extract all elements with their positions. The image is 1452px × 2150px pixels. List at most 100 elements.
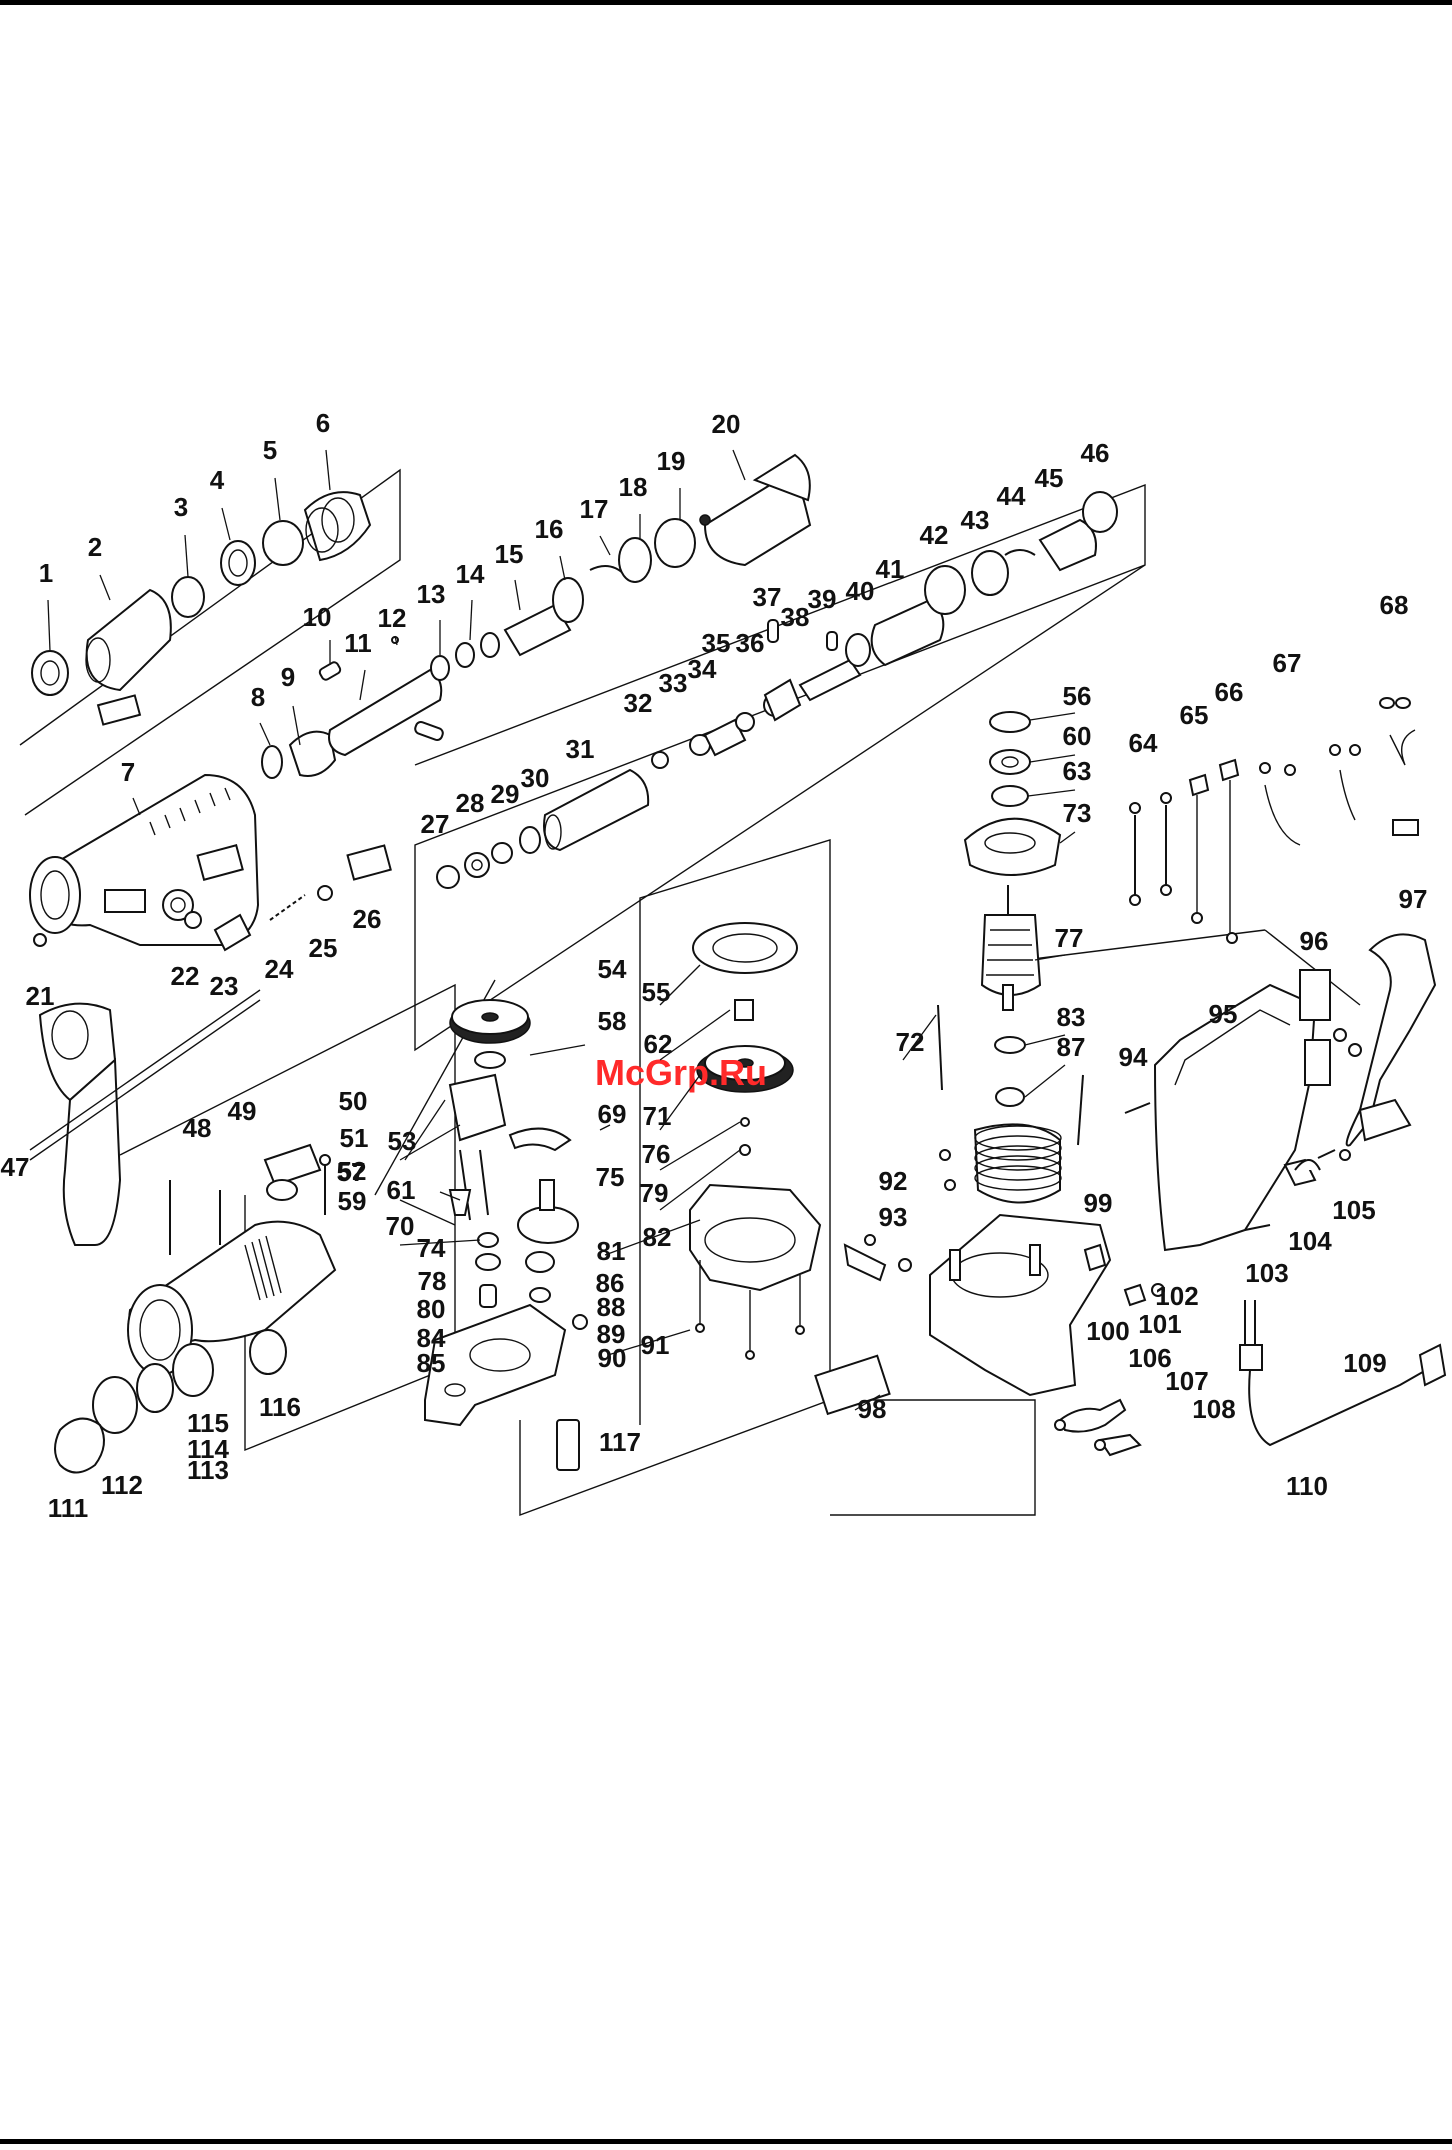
- part-label-29: 29: [491, 779, 520, 809]
- part-label-77: 77: [1055, 923, 1084, 953]
- part-label-8: 8: [251, 682, 265, 712]
- leader-line: [1027, 789, 1076, 797]
- part-label-71: 71: [643, 1101, 672, 1131]
- leader-line: [599, 1124, 611, 1131]
- part-label-82: 82: [643, 1222, 672, 1252]
- part-label-45: 45: [1035, 463, 1064, 493]
- part-label-115: 115: [187, 1408, 229, 1438]
- part-label-38: 38: [781, 602, 810, 632]
- leader-line: [184, 534, 189, 578]
- part-label-72: 72: [896, 1027, 925, 1057]
- part-label-102: 102: [1155, 1281, 1198, 1311]
- leader-line: [1024, 1064, 1066, 1098]
- part-label-40: 40: [846, 576, 875, 606]
- part-label-15: 15: [495, 539, 524, 569]
- part-label-54: 54: [598, 954, 627, 984]
- part-label-75: 75: [596, 1162, 625, 1192]
- part-label-68: 68: [1380, 590, 1409, 620]
- part-label-55: 55: [642, 977, 671, 1007]
- leader-line: [274, 477, 281, 521]
- part-label-67: 67: [1273, 648, 1302, 678]
- part-label-84: 84: [417, 1323, 446, 1353]
- part-label-104: 104: [1288, 1226, 1332, 1256]
- part-label-64: 64: [1129, 728, 1158, 758]
- leader-line: [399, 1239, 481, 1246]
- leader-line: [854, 1394, 881, 1411]
- part-label-50: 50: [339, 1086, 368, 1116]
- rear-handle: [1124, 933, 1437, 1252]
- part-label-6: 6: [316, 408, 330, 438]
- part-label-65: 65: [1180, 700, 1209, 730]
- part-label-59: 59: [338, 1186, 367, 1216]
- part-label-30: 30: [521, 763, 550, 793]
- leader-line: [659, 1149, 741, 1211]
- leader-line: [439, 1191, 461, 1201]
- part-label-117: 117: [599, 1427, 641, 1457]
- leader-line: [659, 1121, 741, 1171]
- part-label-63: 63: [1063, 756, 1092, 786]
- side-handle: [29, 989, 261, 1246]
- gear-housing-assembly: [127, 1143, 337, 1376]
- leader-line: [47, 599, 51, 652]
- part-label-32: 32: [624, 688, 653, 718]
- part-label-98: 98: [858, 1394, 887, 1424]
- leader-line: [659, 964, 701, 1006]
- leader-line: [259, 722, 271, 746]
- part-label-48: 48: [183, 1113, 212, 1143]
- nose-parts: [31, 491, 372, 726]
- part-label-80: 80: [417, 1294, 446, 1324]
- motor-parts: [937, 711, 1084, 1204]
- part-label-111: 111: [48, 1493, 89, 1523]
- part-label-20: 20: [712, 409, 741, 439]
- part-label-3: 3: [174, 492, 188, 522]
- part-label-89: 89: [597, 1319, 626, 1349]
- part-label-87: 87: [1057, 1032, 1086, 1062]
- leader-line: [469, 599, 473, 641]
- part-label-81: 81: [597, 1236, 626, 1266]
- part-label-7: 7: [121, 757, 135, 787]
- part-label-97: 97: [1399, 884, 1428, 914]
- leader-line: [325, 449, 331, 491]
- part-label-31: 31: [566, 734, 595, 764]
- part-label-62: 62: [644, 1029, 673, 1059]
- leader-line: [1059, 831, 1076, 844]
- drive-spindle-parts: [436, 453, 1118, 889]
- part-label-53: 53: [388, 1126, 417, 1156]
- leader-line: [99, 574, 111, 601]
- part-label-23: 23: [210, 971, 239, 1001]
- leader-line: [1034, 954, 1066, 961]
- part-label-78: 78: [418, 1266, 447, 1296]
- motor-housing: [814, 1149, 1112, 1416]
- bevel-gear-parts: [689, 922, 822, 1360]
- part-label-56: 56: [1063, 681, 1092, 711]
- part-label-103: 103: [1245, 1258, 1288, 1288]
- leader-line: [1029, 754, 1076, 763]
- leader-line: [607, 1329, 691, 1356]
- part-label-21: 21: [26, 981, 55, 1011]
- part-label-36: 36: [736, 628, 765, 658]
- part-label-94: 94: [1119, 1042, 1148, 1072]
- part-label-91: 91: [641, 1330, 670, 1360]
- leader-line: [394, 635, 398, 646]
- part-label-61: 61: [387, 1175, 416, 1205]
- part-label-106: 106: [1128, 1343, 1171, 1373]
- part-label-60: 60: [1063, 721, 1092, 751]
- part-label-108: 108: [1192, 1394, 1235, 1424]
- leader-line: [404, 1099, 446, 1161]
- part-label-16: 16: [535, 514, 564, 544]
- part-label-52: 52: [338, 1156, 367, 1186]
- part-label-18: 18: [619, 472, 648, 502]
- part-label-22: 22: [171, 961, 200, 991]
- part-label-107: 107: [1165, 1366, 1208, 1396]
- part-label-113: 113: [187, 1455, 229, 1485]
- leader-line: [599, 535, 611, 556]
- part-label-34: 34: [688, 654, 717, 684]
- leader-line: [604, 1219, 701, 1256]
- part-label-27: 27: [421, 809, 450, 839]
- leader-line: [529, 1044, 586, 1056]
- part-label-66: 66: [1215, 677, 1244, 707]
- brush-parts: [1129, 697, 1419, 944]
- part-label-101: 101: [1138, 1309, 1181, 1339]
- part-label-92: 92: [879, 1166, 908, 1196]
- part-label-51: 51: [340, 1123, 369, 1153]
